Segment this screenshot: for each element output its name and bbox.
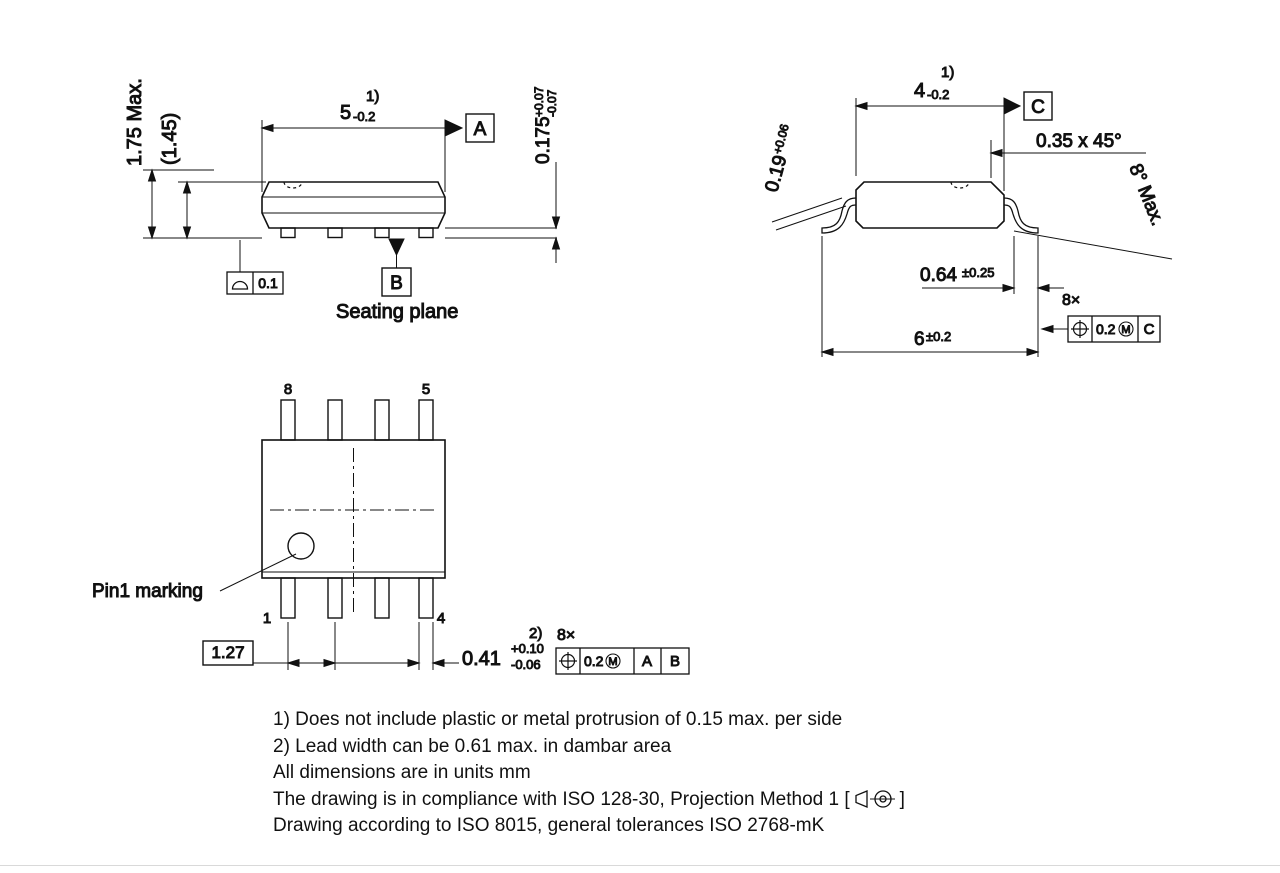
pin1-marking-leader [219, 553, 297, 592]
dim-pitch: 1.27 [202, 622, 337, 670]
dim-lead-width-value: 0.41 [462, 648, 501, 670]
pin1-marking-label: Pin1 marking [92, 581, 203, 602]
page-bottom-edge [0, 865, 1280, 866]
dim-standoff-tol-minus: -0.07 [545, 89, 559, 117]
note-line-4: The drawing is in compliance with ISO 12… [273, 787, 905, 814]
datum-a-box [465, 113, 495, 143]
fcf-end-tol: 0.2 [1096, 321, 1116, 337]
pin-number-4: 4 [437, 610, 445, 627]
datum-b: B [381, 238, 412, 297]
datum-b-label: B [390, 273, 403, 294]
datum-a-triangle [444, 119, 464, 137]
dim-chamfer: 0.35 x 45° [989, 131, 1146, 178]
top-view: 8 5 1 4 Pin1 marking 1.27 [92, 381, 690, 675]
fcf-seating-profile: 0.1 [226, 240, 284, 295]
side-view-body-outline [261, 181, 446, 229]
end-view-leads [821, 197, 1039, 234]
note-ref-1-side: 1) [366, 88, 379, 105]
dim-body-width-tol: -0.2 [927, 87, 949, 102]
dim-foot-length-value: 0.64 [920, 265, 957, 286]
note-ref-2-top: 2) [529, 625, 542, 642]
lead-count-end: 8× [1062, 292, 1080, 309]
fcf-top-modifier: M [608, 656, 617, 668]
side-view: 1.75 Max. (1.45) 5 -0.2 1) A 0.17 [124, 78, 561, 324]
top-view-pins-bottom [280, 577, 434, 619]
end-view: 4 -0.2 1) C 0.19 +0.06 0.35 x 45° 8° [761, 64, 1173, 357]
pin-number-1: 1 [263, 610, 271, 627]
mmc-modifier-circle-icon [1118, 321, 1134, 337]
dim-chamfer-label: 0.35 x 45° [1036, 131, 1122, 152]
dim-total-height: 1.75 Max. [124, 78, 157, 240]
fcf-end-modifier: M [1121, 324, 1130, 336]
dim-standoff-value: 0.175 [533, 116, 554, 164]
position-symbol-icon [559, 652, 577, 670]
dim-lead-width: 0.41 +0.10 -0.06 2) [335, 622, 544, 673]
dim-pitch-box [202, 640, 254, 666]
dim-body-length: 5 -0.2 1) A [260, 88, 495, 143]
fcf-top-datum2: B [670, 653, 680, 670]
fcf-top-datum1: A [642, 653, 652, 670]
note-line-3: All dimensions are in units mm [273, 762, 531, 783]
dim-overall-span-value: 6 [914, 329, 925, 350]
dim-standoff-tol-plus: +0.07 [532, 86, 546, 117]
dim-body-length-value: 5 [340, 102, 351, 124]
profile-of-surface-icon [231, 280, 249, 290]
seating-plane-label: Seating plane [336, 301, 458, 323]
end-view-body-outline [855, 181, 1005, 229]
fcf-end-datum: C [1144, 321, 1155, 338]
note-line-5: Drawing according to ISO 8015, general t… [273, 815, 825, 836]
side-view-pin1-dimple-hidden-arc [283, 181, 303, 189]
position-symbol-icon [1071, 320, 1089, 338]
fcf-top-tol: 0.2 [584, 653, 604, 669]
datum-b-box [381, 267, 412, 297]
side-view-extension-lines [143, 120, 557, 239]
pin-number-5: 5 [422, 381, 430, 398]
dim-body-height-label: (1.45) [159, 113, 181, 165]
top-view-centerlines [270, 448, 438, 612]
pin-number-8: 8 [284, 381, 292, 398]
note-ref-1-end: 1) [941, 64, 954, 81]
fcf-position-end-view: 8× 0.2 M C [1040, 292, 1161, 343]
dim-lead-thickness: 0.19 +0.06 [761, 122, 847, 231]
dim-total-height-label: 1.75 Max. [124, 78, 146, 166]
dim-pitch-value: 1.27 [211, 643, 244, 662]
fcf-position-top-view: 8× 0.2 M A B [555, 627, 690, 675]
note-line-1: 1) Does not include plastic or metal pro… [273, 709, 843, 730]
side-view-leads [280, 227, 434, 239]
note-line-4-text: The drawing is in compliance with ISO 12… [273, 788, 850, 810]
note-line-4-close-bracket: ] [899, 788, 905, 810]
fcf-profile-value: 0.1 [258, 275, 278, 291]
pin1-marking-circle [287, 532, 315, 560]
dim-lead-width-tol-minus: -0.06 [511, 657, 541, 672]
dim-lead-thickness-tol: +0.06 [770, 122, 791, 155]
dim-foot-length-tol: ±0.25 [962, 265, 994, 280]
dim-overall-span-tol: ±0.2 [926, 329, 951, 344]
dim-body-length-tol: -0.2 [353, 109, 375, 124]
first-angle-projection-icon [854, 789, 895, 808]
dim-body-width: 4 -0.2 1) C [854, 64, 1053, 191]
datum-c-triangle [1003, 97, 1022, 115]
dim-standoff: 0.175 +0.07 -0.07 [532, 86, 561, 263]
datum-b-triangle [388, 238, 405, 257]
datum-c-box [1023, 91, 1053, 121]
dim-foot-length: 0.64 ±0.25 [920, 236, 1064, 294]
datum-a-label: A [474, 119, 487, 140]
dim-lead-width-tol-plus: +0.10 [511, 641, 544, 656]
end-view-pin1-dimple-hidden-arc [950, 181, 970, 189]
drawing-canvas: 1.75 Max. (1.45) 5 -0.2 1) A 0.17 [92, 64, 1173, 675]
top-view-pins-top [280, 399, 434, 441]
dim-overall-span: 6 ±0.2 [820, 236, 1040, 357]
lead-count-top: 8× [557, 627, 575, 644]
dim-lead-angle-label: 8° Max. [1124, 161, 1168, 229]
dim-body-height: (1.45) [159, 112, 192, 240]
datum-c-label: C [1031, 97, 1045, 118]
note-line-2: 2) Lead width can be 0.61 max. in dambar… [273, 735, 672, 757]
dim-lead-thickness-value: 0.19 [762, 153, 792, 194]
notes-block: 1) Does not include plastic or metal pro… [273, 707, 905, 840]
mmc-modifier-circle-icon [605, 653, 621, 669]
dim-body-width-value: 4 [914, 80, 925, 102]
